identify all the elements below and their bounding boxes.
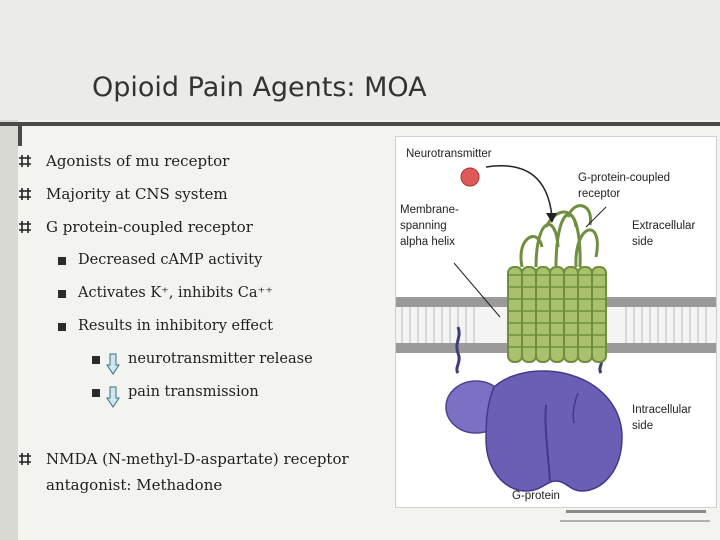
left-accent-bar xyxy=(0,0,18,540)
bullet-text-line: antagonist: Methadone xyxy=(46,476,223,494)
footer-rule xyxy=(560,520,710,522)
label-intracellular: Intracellular xyxy=(632,404,692,416)
label-extracellular: Extracellular xyxy=(632,220,695,232)
label-g-protein: G-protein xyxy=(512,490,560,502)
label-membrane-helix: Membrane- xyxy=(400,204,459,216)
receptor-helices xyxy=(507,204,607,363)
binding-arrowhead xyxy=(546,213,557,223)
square-bullet-icon xyxy=(58,323,66,331)
label-membrane-helix: alpha helix xyxy=(400,236,455,248)
label-neurotransmitter: Neurotransmitter xyxy=(406,148,492,160)
bullet-text: Majority at CNS system xyxy=(46,185,228,203)
bullet-text-line: NMDA (N-methyl-D-aspartate) receptor xyxy=(46,450,349,468)
gpcr-diagram: Neurotransmitter G-protein-coupled recep… xyxy=(395,136,717,508)
neurotransmitter-molecule xyxy=(460,167,480,187)
page-title: Opioid Pain Agents: MOA xyxy=(92,72,427,103)
square-bullet-icon xyxy=(92,356,100,364)
lipid-anchor xyxy=(455,326,461,374)
label-extracellular: side xyxy=(632,236,653,248)
membrane-lipid-tails xyxy=(401,307,707,343)
down-arrow-icon xyxy=(106,353,120,375)
label-membrane-helix: spanning xyxy=(400,220,447,232)
g-protein xyxy=(445,370,623,492)
label-gpcr: receptor xyxy=(578,188,620,200)
square-bullet-icon xyxy=(58,257,66,265)
binding-arrow xyxy=(485,165,553,218)
bullet-icon xyxy=(19,453,31,465)
down-arrow-icon xyxy=(106,386,120,408)
bullet-text: G protein-coupled receptor xyxy=(46,218,253,236)
bullet-icon xyxy=(19,221,31,233)
title-divider xyxy=(0,122,720,126)
label-pointer xyxy=(585,206,607,228)
title-band xyxy=(0,0,720,120)
label-gpcr: G-protein-coupled xyxy=(578,172,670,184)
sub-bullet-text: Activates K⁺, inhibits Ca⁺⁺ xyxy=(78,285,273,301)
divider-corner xyxy=(18,126,22,146)
bullet-icon xyxy=(19,155,31,167)
square-bullet-icon xyxy=(58,290,66,298)
gpcr-diagram-svg: Neurotransmitter G-protein-coupled recep… xyxy=(396,148,716,502)
label-intracellular: side xyxy=(632,420,653,432)
bullet-text-multiline: NMDA (N-methyl-D-aspartate) receptor ant… xyxy=(46,446,366,498)
sub-bullet-text: Results in inhibitory effect xyxy=(78,318,273,334)
bullet-text: Agonists of mu receptor xyxy=(46,152,230,170)
sub-bullet-text: Decreased cAMP activity xyxy=(78,252,263,268)
label-pointer xyxy=(453,262,501,318)
footer-rule xyxy=(566,510,706,513)
sub-sub-bullet-text: neurotransmitter release xyxy=(128,351,313,367)
bullet-icon xyxy=(19,188,31,200)
square-bullet-icon xyxy=(92,389,100,397)
sub-sub-bullet-text: pain transmission xyxy=(128,384,259,400)
